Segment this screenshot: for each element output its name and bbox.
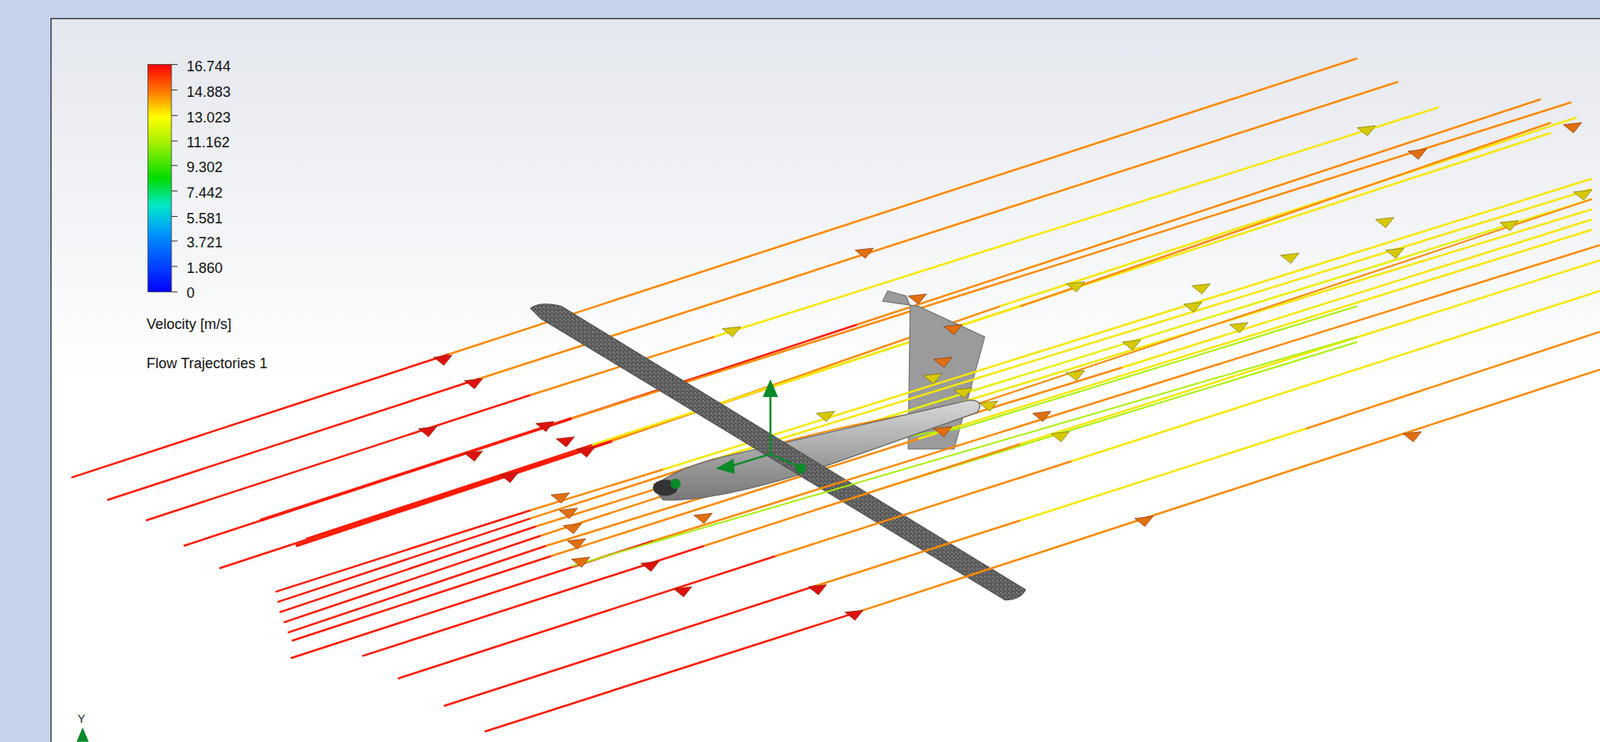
plot-name: Flow Trajectories 1 <box>146 355 268 372</box>
tick-value: 13.023 <box>186 109 231 126</box>
axis-label: Y <box>77 711 85 728</box>
tick-value: 0 <box>186 285 195 302</box>
tick-value: 7.442 <box>186 184 223 202</box>
tick-value: 5.581 <box>186 210 223 227</box>
tick-value: 3.721 <box>186 234 223 251</box>
tick-value: 1.860 <box>186 260 223 277</box>
legend-title: Velocity [m/s] <box>146 316 232 333</box>
tick-value: 11.162 <box>186 134 230 151</box>
tick-value: 14.883 <box>186 84 231 101</box>
tick-value: 16.744 <box>186 58 231 75</box>
tick-value: 9.302 <box>186 159 223 176</box>
